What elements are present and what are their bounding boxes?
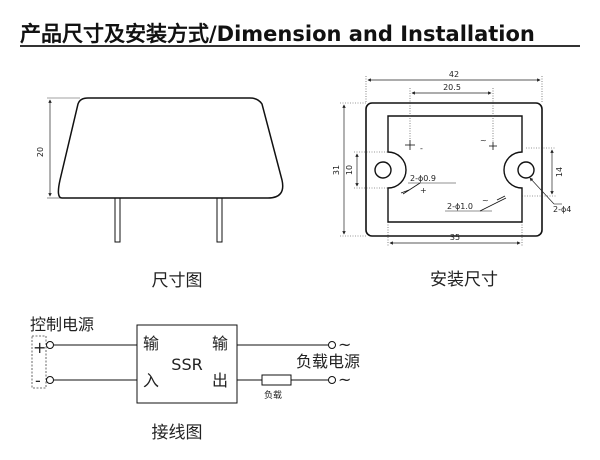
side-view-caption: 尺寸图: [152, 271, 203, 291]
ssr-output-bottom: 出: [212, 371, 228, 390]
pin-symbol-ac-bottom: ~: [482, 196, 489, 205]
control-plus-symbol: +: [33, 338, 46, 357]
side-view-pin-right: [216, 197, 223, 243]
hole-spacing-dimension-label: 20.5: [443, 83, 461, 92]
load-label: 负载: [264, 389, 282, 401]
width-dimension-label: 42: [449, 70, 459, 79]
mount-hole-right: [517, 161, 535, 179]
side-height-dimension-label: 20: [36, 147, 45, 157]
mount-hole-label: 2-ϕ4: [553, 205, 571, 214]
pin-marker-top-left: [405, 140, 415, 150]
mount-outer-frame: [365, 102, 543, 237]
pin-large-label: 2-ϕ1.0: [447, 202, 473, 211]
wiring-diagram: 控制电源 + - 输 入 SSR 输 出 负载 ~ ~ 负载电源 接线图: [30, 315, 360, 443]
pin-symbol-minus: -: [420, 144, 423, 153]
ssr-output-top: 输: [212, 334, 228, 353]
depth-dimension-label: 31: [332, 165, 341, 175]
load-terminal-top: [328, 341, 336, 349]
ac-symbol-top: ~: [338, 335, 351, 354]
mount-view-caption: 安装尺寸: [430, 270, 498, 290]
mount-view: - ~ 42 20.5 31 10 14 35: [332, 70, 571, 290]
side-view-pin-left: [114, 197, 121, 243]
pin-symbol-ac-top: ~: [480, 136, 487, 145]
ssr-label: SSR: [171, 355, 202, 374]
pin-large-leader: [479, 197, 507, 212]
side-view-body: [57, 97, 284, 199]
ssr-input-top: 输: [143, 334, 159, 353]
load-resistor: [261, 374, 292, 386]
pin-small-leader: [402, 182, 421, 195]
page-title: 产品尺寸及安装方式/Dimension and Installation: [20, 22, 535, 46]
mount-hole-leader: [529, 177, 555, 205]
control-minus-symbol: -: [35, 371, 41, 390]
wiring-diagram-caption: 接线图: [152, 423, 203, 443]
load-power-label: 负载电源: [296, 352, 360, 371]
mount-hole-left: [374, 161, 392, 179]
side-view: 20 尺寸图: [36, 97, 284, 291]
title-underline: [20, 45, 580, 47]
hole-height-dimension-label: 10: [345, 165, 354, 175]
load-terminal-bottom: [328, 376, 336, 384]
control-terminal-bottom: [46, 376, 54, 384]
right-height-dimension-label: 14: [555, 167, 564, 177]
ac-symbol-bottom: ~: [338, 370, 351, 389]
bottom-dimension-label: 35: [450, 233, 460, 242]
control-power-box: [31, 335, 47, 389]
ssr-module-box: [136, 324, 238, 404]
ssr-input-bottom: 入: [143, 371, 159, 390]
control-power-label: 控制电源: [30, 315, 94, 334]
control-terminal-top: [46, 341, 54, 349]
pin-symbol-plus: +: [420, 186, 427, 195]
pin-small-label: 2-ϕ0.9: [410, 174, 436, 183]
